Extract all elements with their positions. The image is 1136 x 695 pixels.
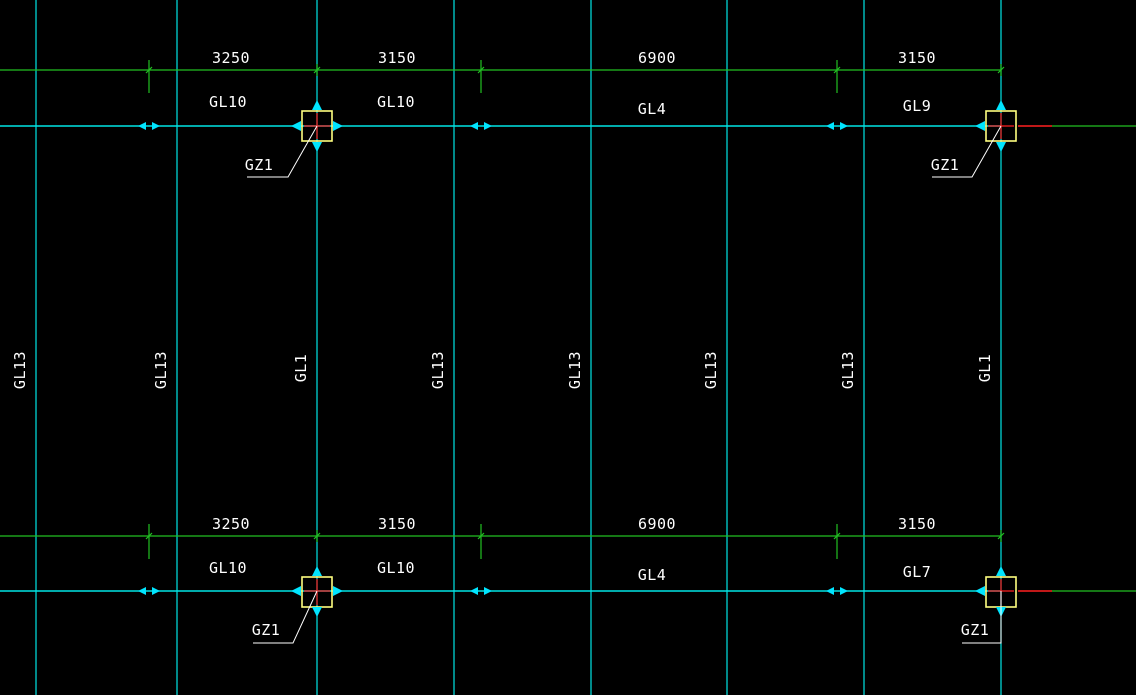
dimension-line <box>0 60 1005 93</box>
beam-row-bottom: 3250 3150 6900 3150 GL10 GL10 GL4 GL7 <box>0 515 1136 644</box>
dimension-label: 3150 <box>378 49 416 67</box>
dimension-labels: 3250 3150 6900 3150 <box>212 49 936 67</box>
column-label: GZ1 <box>961 621 990 639</box>
column-gz1[interactable]: GZ1 <box>252 566 343 644</box>
column-gz1[interactable]: GZ1 <box>931 100 1017 178</box>
column-label: GZ1 <box>931 156 960 174</box>
vertical-beam-label: GL13 <box>429 351 447 389</box>
beam-label: GL10 <box>377 93 415 111</box>
beam-end-arrows <box>138 122 848 130</box>
vertical-beam-label: GL1 <box>292 354 310 383</box>
dimension-labels: 3250 3150 6900 3150 <box>212 515 936 533</box>
beam-labels: GL10 GL10 GL4 GL9 <box>209 93 931 118</box>
beam-label: GL10 <box>209 93 247 111</box>
column-label: GZ1 <box>245 156 274 174</box>
dimension-label: 3150 <box>898 49 936 67</box>
beam-row-top: 3250 3150 6900 3150 GL10 GL10 GL4 GL9 <box>0 49 1136 178</box>
column-gz1[interactable]: GZ1 <box>961 566 1017 644</box>
dimension-label: 6900 <box>638 515 676 533</box>
dimension-label: 3250 <box>212 515 250 533</box>
vertical-beam-labels: GL13 GL13 GL1 GL13 GL13 GL13 GL13 GL1 <box>11 351 994 389</box>
dimension-label: 3150 <box>378 515 416 533</box>
vertical-beam-label: GL1 <box>976 354 994 383</box>
beam-label: GL9 <box>903 97 932 115</box>
dimension-label: 3150 <box>898 515 936 533</box>
column-gz1[interactable]: GZ1 <box>245 100 343 178</box>
beam-label: GL4 <box>638 100 667 118</box>
vertical-beam-label: GL13 <box>566 351 584 389</box>
dimension-label: 3250 <box>212 49 250 67</box>
beam-label: GL10 <box>377 559 415 577</box>
beam-label: GL4 <box>638 566 667 584</box>
beam-label: GL7 <box>903 563 932 581</box>
beam-labels: GL10 GL10 GL4 GL7 <box>209 559 931 584</box>
vertical-beam-label: GL13 <box>702 351 720 389</box>
column-label: GZ1 <box>252 621 281 639</box>
vertical-beam-label: GL13 <box>839 351 857 389</box>
beam-label: GL10 <box>209 559 247 577</box>
dimension-line <box>0 524 1005 559</box>
beam-end-arrows <box>138 587 848 595</box>
vertical-beam-label: GL13 <box>152 351 170 389</box>
dimension-label: 6900 <box>638 49 676 67</box>
vertical-beam-label: GL13 <box>11 351 29 389</box>
